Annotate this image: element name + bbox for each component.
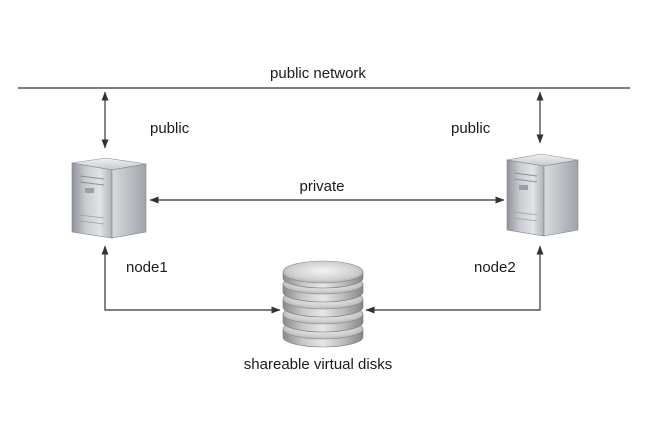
public-label-left: public — [150, 120, 190, 137]
shared-disks-icon — [282, 260, 364, 348]
private-label: private — [299, 178, 344, 195]
public-label-right: public — [451, 120, 491, 137]
node2-storage-link — [365, 245, 544, 314]
node1-server-icon — [71, 157, 147, 239]
public-network-label: public network — [270, 65, 366, 82]
node1-storage-link — [101, 245, 281, 314]
node2-server-icon — [506, 153, 579, 237]
node1-label: node1 — [126, 259, 168, 276]
shared-disks-label: shareable virtual disks — [244, 356, 392, 373]
node2-label: node2 — [474, 259, 516, 276]
